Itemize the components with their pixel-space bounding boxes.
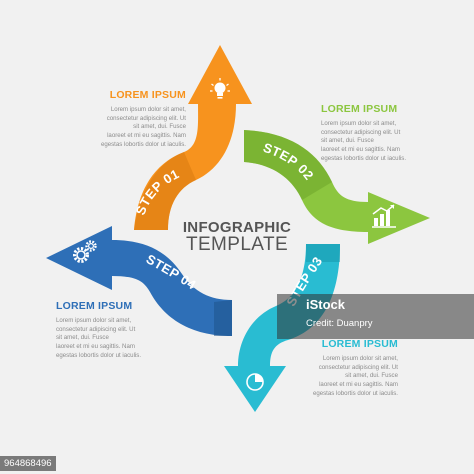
- step-4-arrow: STEP 04: [46, 226, 232, 336]
- text-block-3: LOREM IPSUM Lorem ipsum dolor sit amet, …: [280, 338, 398, 399]
- image-id-badge: 964868496: [0, 456, 56, 471]
- watermark-bar: [277, 294, 474, 339]
- watermark-credit: Credit: Duanpry: [306, 318, 373, 329]
- step-2-shade: [244, 130, 332, 200]
- center-title-line2: TEMPLATE: [185, 234, 289, 255]
- text-block-2-body: Lorem ipsum dolor sit amet, consectetur …: [321, 120, 407, 162]
- pie-chart-icon: [246, 373, 264, 391]
- center-title-line1: INFOGRAPHIC: [182, 219, 292, 236]
- text-block-2: LOREM IPSUM Lorem ipsum dolor sit amet, …: [321, 103, 439, 164]
- step-3-shade: [306, 244, 340, 262]
- step-4-band: [46, 226, 232, 336]
- step-1-shade: [134, 152, 196, 230]
- lightbulb-icon: [210, 78, 230, 99]
- gears-icon: [73, 240, 97, 263]
- text-block-3-body: Lorem ipsum dolor sit amet, consectetur …: [312, 355, 398, 397]
- text-block-2-heading: LOREM IPSUM: [321, 103, 398, 115]
- text-block-1: LOREM IPSUM Lorem ipsum dolor sit amet, …: [68, 89, 186, 150]
- text-block-3-heading: LOREM IPSUM: [321, 338, 398, 350]
- step-4-shade: [214, 300, 232, 336]
- text-block-4-body: Lorem ipsum dolor sit amet, consectetur …: [56, 317, 142, 359]
- text-block-4: LOREM IPSUM Lorem ipsum dolor sit amet, …: [56, 300, 174, 361]
- bar-chart-icon: [372, 204, 396, 228]
- step-2-arrow: STEP 02: [244, 130, 430, 244]
- text-block-1-heading: LOREM IPSUM: [109, 89, 186, 101]
- watermark-brand: iStock: [306, 297, 346, 312]
- text-block-1-body: Lorem ipsum dolor sit amet, consectetur …: [100, 106, 186, 148]
- text-block-4-heading: LOREM IPSUM: [56, 300, 133, 312]
